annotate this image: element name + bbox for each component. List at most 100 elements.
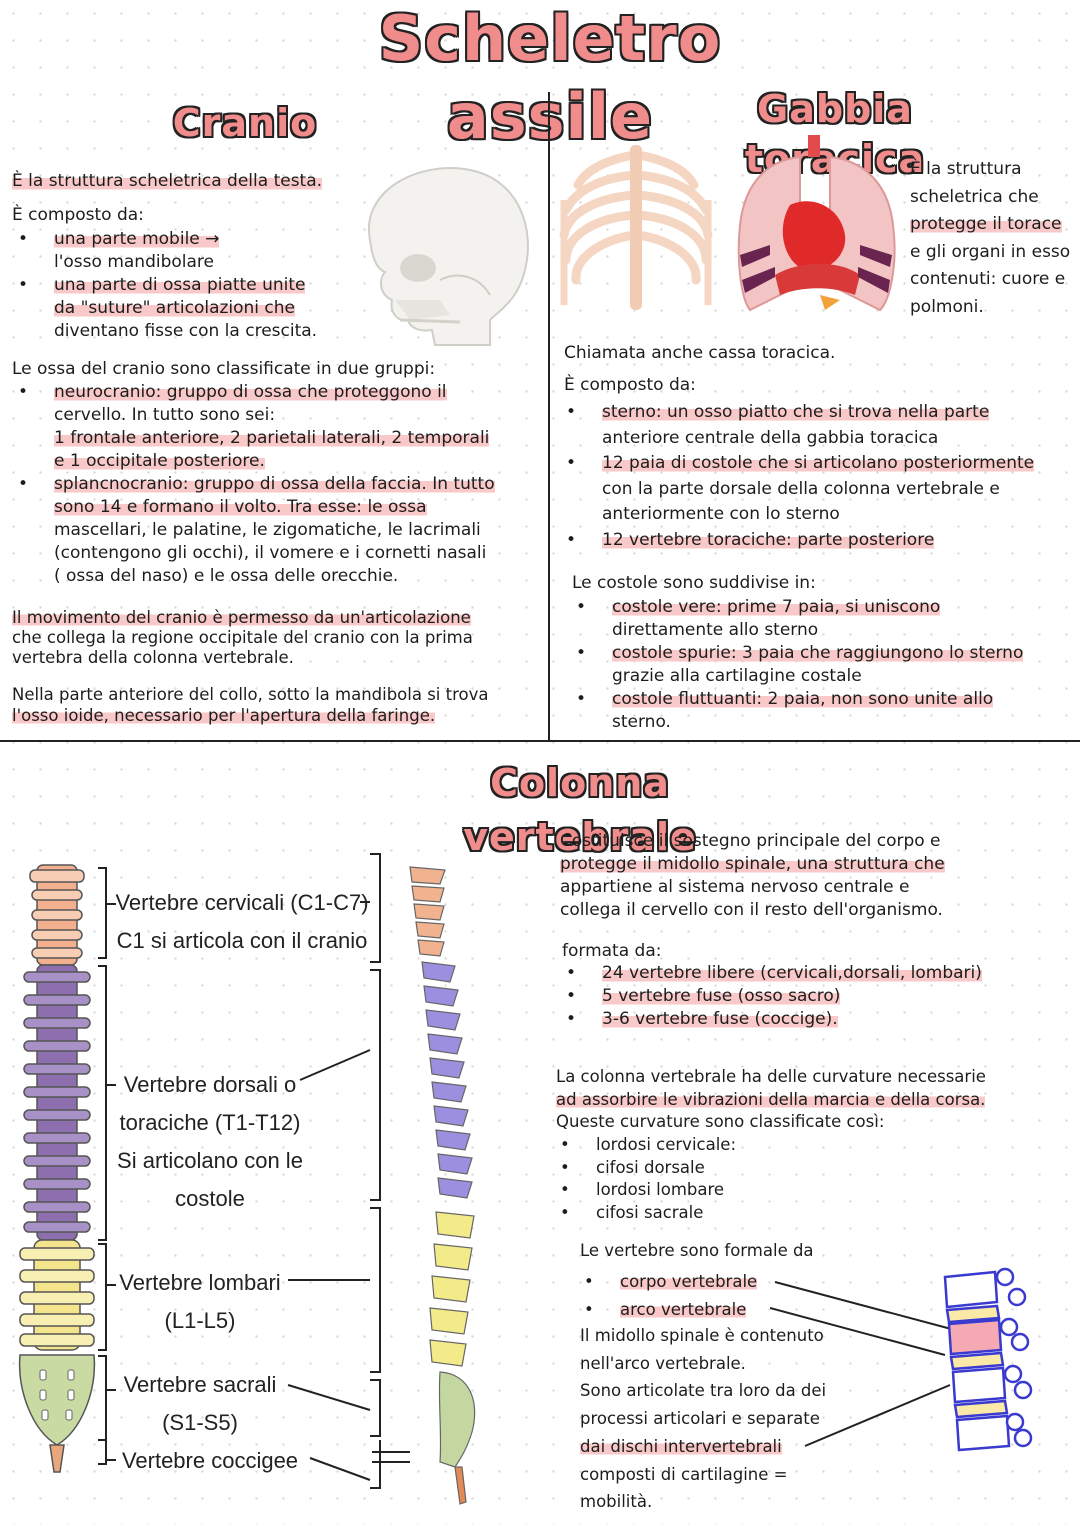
- gabbia-side-line: protegge il torace: [910, 214, 1062, 234]
- movement-text: vertebra della colonna vertebrale.: [12, 648, 294, 667]
- midollo-text: Il midollo spinale è contenuto nell'arco…: [580, 1322, 826, 1516]
- curvature-line: Queste curvature sono classificate così:: [556, 1112, 885, 1131]
- cranio-list: una parte mobile → l'osso mandibolare un…: [14, 228, 344, 343]
- cranio-heading: Cranio: [172, 101, 318, 145]
- gabbia-side-line: È la struttura: [910, 159, 1022, 179]
- label-line: Vertebre dorsali o: [123, 1072, 297, 1097]
- list-item: 3-6 vertebre fuse (coccige).: [562, 1008, 1062, 1031]
- horizontal-divider: [0, 740, 1080, 742]
- costole-intro: Le costole sono suddivise in:: [572, 573, 816, 593]
- list-item: una parte di ossa piatte unite da "sutur…: [14, 274, 344, 343]
- colonna-heading: Colonna vertebrale: [463, 761, 697, 859]
- list-item: 12 paia di costole che si articolano pos…: [562, 451, 1074, 528]
- cranio-intro: È la struttura scheletrica della testa.: [12, 170, 323, 193]
- label-dorsali: Vertebre dorsali o toraciche (T1-T12) Si…: [112, 1066, 308, 1218]
- spine-connector-lines: [287, 853, 410, 1489]
- midollo-line: nell'arco vertebrale.: [580, 1353, 746, 1373]
- vertebra-stack-illustration: [943, 1267, 1033, 1452]
- label-line: (S1-S5): [162, 1410, 238, 1435]
- gabbia-list: sterno: un osso piatto che si trova nell…: [562, 400, 1074, 553]
- list-item: una parte mobile → l'osso mandibolare: [14, 228, 344, 274]
- skull-illustration: [367, 167, 529, 346]
- spine-front-brackets: [98, 867, 116, 1465]
- label-cervicali: Vertebre cervicali (C1-C7) C1 si articol…: [112, 884, 372, 960]
- list-item: arco vertebrale: [580, 1296, 880, 1324]
- midollo-line: mobilità.: [580, 1492, 653, 1512]
- label-lombari: Vertebre lombari (L1-L5): [112, 1264, 288, 1340]
- list-item: cifosi dorsale: [556, 1157, 856, 1180]
- costole-item-text: costole vere: prime 7 paia, si uniscono: [612, 597, 941, 617]
- cranio-item-text: una parte di ossa piatte unite: [54, 275, 306, 295]
- gabbia-chiamata: Chiamata anche cassa toracica.: [564, 343, 836, 363]
- list-item: splancnocranio: gruppo di ossa della fac…: [14, 473, 544, 588]
- costole-item-text: costole spurie: 3 paia che raggiungono l…: [612, 643, 1024, 663]
- ribcage-illustration: [559, 145, 713, 310]
- ioide-text: Nella parte anteriore del collo, sotto l…: [12, 685, 489, 704]
- sostegno-line: Costituisce il sostegno principale del c…: [560, 831, 941, 851]
- cranio-movement: Il movimento del cranio è permesso da un…: [12, 608, 473, 668]
- label-line: Vertebre coccigee: [121, 1448, 299, 1473]
- label-line: C1 si articola con il cranio: [116, 928, 368, 953]
- list-item: lordosi lombare: [556, 1179, 856, 1202]
- curvature-list: lordosi cervicale: cifosi dorsale lordos…: [556, 1134, 856, 1224]
- gabbia-side-text: È la struttura scheletrica che protegge …: [910, 156, 1070, 321]
- label-coccigee: Vertebre coccigee: [112, 1442, 308, 1480]
- splanc-text: (contengono gli occhi), il vomere e i co…: [54, 543, 487, 563]
- vertical-divider: [548, 92, 550, 740]
- vertebre-item-text: corpo vertebrale: [620, 1272, 758, 1291]
- list-item: costole fluttuanti: 2 paia, non sono uni…: [572, 688, 1072, 734]
- list-item: costole vere: prime 7 paia, si uniscono …: [572, 596, 1072, 642]
- sostegno-line: appartiene al sistema nervoso centrale e: [560, 877, 910, 897]
- vertebre-list: corpo vertebrale arco vertebrale: [580, 1268, 880, 1324]
- cranio-item-text: da "suture" articolazioni che: [54, 298, 296, 318]
- label-line: costole: [175, 1186, 245, 1211]
- gabbia-side-line: contenuti: cuore e: [910, 269, 1066, 289]
- list-item: cifosi sacrale: [556, 1202, 856, 1225]
- costole-item-text: grazie alla cartilagine costale: [612, 666, 862, 686]
- formata-label: formata da:: [562, 941, 662, 961]
- formata-item-text: 5 vertebre fuse (osso sacro): [602, 986, 841, 1006]
- midollo-line: Il midollo spinale è contenuto: [580, 1326, 824, 1345]
- list-item: 5 vertebre fuse (osso sacro): [562, 985, 1062, 1008]
- thorax-organs-illustration: [737, 135, 896, 312]
- cranio-item-text: una parte mobile →: [54, 229, 220, 249]
- list-item: 12 vertebre toraciche: parte posteriore: [562, 528, 1074, 554]
- splanc-text: ( ossa del naso) e le ossa delle orecchi…: [54, 566, 399, 586]
- sostegno-line: protegge il midollo spinale, una struttu…: [560, 854, 945, 874]
- gabbia-side-line: e gli organi in esso: [910, 241, 1071, 262]
- label-line: Vertebre sacrali: [123, 1372, 277, 1397]
- midollo-line: Sono articolate tra loro da dei: [580, 1381, 827, 1401]
- costole-item-text: sterno.: [612, 712, 671, 732]
- list-item: corpo vertebrale: [580, 1268, 880, 1296]
- curvature-line: ad assorbire le vibrazioni della marcia …: [556, 1089, 986, 1109]
- cranio-classes-intro: Le ossa del cranio sono classificate in …: [12, 359, 436, 379]
- spine-side-illustration: [409, 866, 476, 1505]
- costole-item-text: direttamente allo sterno: [612, 620, 819, 640]
- gabbia-composto-label: È composto da:: [564, 375, 696, 395]
- neuro-text: 1 frontale anteriore, 2 parietali latera…: [54, 428, 490, 448]
- gabbia-item-text: anteriormente con lo sterno: [602, 504, 840, 524]
- gabbia-item-text: sterno: un osso piatto che si trova nell…: [602, 402, 990, 422]
- vertebre-intro: Le vertebre sono formale da: [580, 1241, 814, 1260]
- spine-front-illustration: [18, 864, 96, 1473]
- cranio-item-text: l'osso mandibolare: [54, 252, 214, 272]
- gabbia-item-text: con la parte dorsale della colonna verte…: [602, 478, 1000, 499]
- gabbia-item-text: 12 vertebre toraciche: parte posteriore: [602, 529, 935, 550]
- list-item: neurocranio: gruppo di ossa che proteggo…: [14, 381, 544, 473]
- list-item: 24 vertebre libere (cervicali,dorsali, l…: [562, 962, 1062, 985]
- splanc-text: sono 14 e formano il volto. Tra esse: le…: [54, 497, 427, 517]
- label-line: Si articolano con le: [117, 1148, 303, 1173]
- list-item: sterno: un osso piatto che si trova nell…: [562, 400, 1074, 451]
- label-line: toraciche (T1-T12): [119, 1110, 301, 1135]
- sostegno-line: collega il cervello con il resto dell'or…: [560, 900, 943, 920]
- formata-list: 24 vertebre libere (cervicali,dorsali, l…: [562, 962, 1062, 1031]
- cranio-groups-list: neurocranio: gruppo di ossa che proteggo…: [14, 381, 544, 588]
- list-item: lordosi cervicale:: [556, 1134, 856, 1157]
- neuro-text: neurocranio: gruppo di ossa che proteggo…: [54, 382, 447, 402]
- list-item: costole spurie: 3 paia che raggiungono l…: [572, 642, 1072, 688]
- vertebra-pointer-lines: [770, 1281, 956, 1447]
- splanc-text: splancnocranio: gruppo di ossa della fac…: [54, 474, 495, 494]
- label-sacrali: Vertebre sacrali (S1-S5): [112, 1366, 288, 1442]
- gabbia-side-line: polmoni.: [910, 296, 984, 317]
- midollo-line: dai dischi intervertebrali: [580, 1436, 782, 1456]
